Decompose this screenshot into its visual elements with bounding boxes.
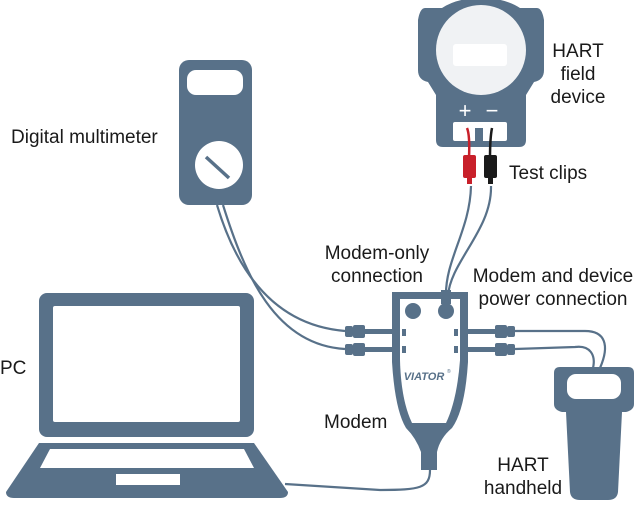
left-connectors — [345, 325, 395, 356]
multimeter-cable-2 — [221, 204, 346, 351]
handheld-display — [567, 374, 621, 399]
connector-grip — [507, 344, 515, 355]
black-test-clip-tip — [488, 176, 493, 184]
multimeter-label: Digital multimeter — [11, 127, 158, 148]
right-connector-2 — [465, 343, 515, 356]
hart-field-device: + − — [418, 0, 544, 147]
modem-only-label-line-2: connection — [331, 266, 423, 287]
modem-face — [400, 299, 460, 423]
connector-body — [495, 325, 507, 338]
pc-laptop — [6, 293, 288, 498]
field-device-display — [453, 44, 507, 66]
modem-right-port-2 — [454, 346, 458, 353]
connector-grip — [345, 326, 353, 337]
hart-handheld — [554, 367, 634, 500]
clip-cable-black — [446, 185, 493, 297]
modem-power-label-line-1: Modem and device — [472, 266, 634, 287]
laptop-touchpad — [116, 474, 180, 485]
modem-power-connection-label: Modem and device power connection — [467, 265, 639, 311]
digital-multimeter — [179, 60, 252, 205]
field-device-label-line-2: field — [560, 64, 596, 85]
modem: VIATOR ® — [392, 290, 468, 470]
modem-power-label-line-2: power connection — [478, 289, 628, 310]
connector-body — [353, 343, 365, 356]
multimeter-cable-1 — [215, 204, 346, 333]
handheld-label-line-2: handheld — [483, 478, 563, 499]
multimeter-display — [187, 70, 243, 95]
laptop-keyboard — [40, 449, 254, 468]
terminal-plus-label: + — [459, 98, 472, 123]
terminal-minus-label: − — [486, 98, 499, 123]
clip-cable-red — [444, 185, 473, 297]
modem-left-port-1 — [402, 329, 406, 336]
right-connectors — [465, 325, 515, 356]
handheld-cables — [514, 329, 607, 369]
connector-pin — [365, 329, 395, 334]
red-test-clip-tip — [467, 176, 472, 184]
left-connector-1 — [345, 325, 395, 338]
red-test-clip — [463, 155, 476, 178]
modem-only-connection-label: Modem-only connection — [318, 242, 436, 288]
connector-body — [353, 325, 365, 338]
clip-cables — [444, 185, 493, 297]
modem-right-port-1 — [454, 329, 458, 336]
modem-power-jack-plug — [441, 290, 451, 304]
connector-body — [495, 343, 507, 356]
black-clip-wire — [488, 127, 494, 159]
modem-brand-logo: VIATOR — [404, 371, 445, 383]
field-device-terminal-divider — [475, 128, 483, 147]
pc-label: PC — [0, 358, 27, 379]
handheld-body — [554, 367, 634, 500]
connector-pin — [365, 347, 395, 352]
field-device-label: HART field device — [548, 40, 608, 109]
connector-pin — [465, 347, 495, 352]
right-connector-1 — [465, 325, 515, 338]
connector-grip — [507, 326, 515, 337]
modem-only-label-line-1: Modem-only — [324, 243, 430, 264]
multimeter-dial — [195, 141, 243, 189]
modem-left-port-2 — [402, 346, 406, 353]
handheld-cable-1 — [515, 329, 607, 369]
laptop-screen — [53, 306, 240, 422]
modem-power-jack — [438, 303, 454, 319]
modem-label: Modem — [324, 412, 388, 433]
connector-grip — [345, 344, 353, 355]
connector-pin — [465, 329, 495, 334]
handheld-cable-2 — [514, 345, 595, 369]
handheld-label: HART handheld — [478, 454, 568, 500]
handheld-label-line-1: HART — [497, 455, 549, 476]
red-clip-wire — [465, 127, 471, 159]
black-test-clip — [484, 155, 497, 178]
modem-brand-mark: ® — [447, 368, 451, 375]
test-clips — [463, 127, 497, 184]
pc-cable — [284, 469, 432, 492]
left-connector-2 — [345, 343, 395, 356]
test-clips-label: Test clips — [509, 163, 588, 184]
modem-only-jack — [405, 303, 421, 319]
multimeter-cables — [215, 204, 346, 351]
multimeter-dial-pointer — [204, 155, 231, 180]
field-device-label-line-1: HART — [552, 41, 604, 62]
field-device-label-line-3: device — [550, 87, 606, 108]
